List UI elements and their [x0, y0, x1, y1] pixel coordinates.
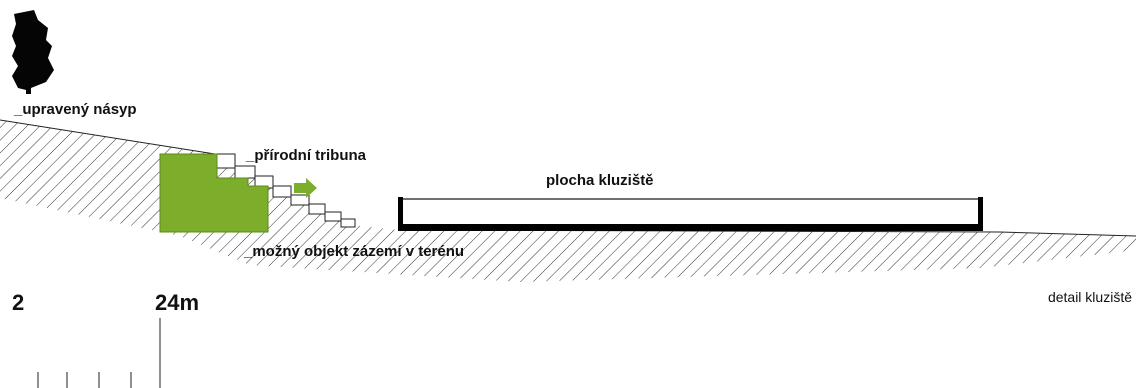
arrow-right-icon	[294, 178, 317, 198]
label-tribune: _přírodní tribuna	[245, 147, 367, 164]
label-embankment: _upravený násyp	[13, 101, 137, 118]
label-rink: plocha kluziště	[546, 172, 654, 189]
facility-block	[159, 153, 269, 233]
tree-silhouette-icon	[12, 10, 54, 94]
scale-right-number: 24m	[155, 290, 199, 315]
label-facility: _možný objekt zázemí v terénu	[243, 243, 464, 260]
label-detail: detail kluziště	[1048, 289, 1132, 305]
scale-bar: 2 24m	[12, 290, 199, 388]
scale-left-number: 2	[12, 290, 24, 315]
rink-slab	[398, 197, 983, 231]
